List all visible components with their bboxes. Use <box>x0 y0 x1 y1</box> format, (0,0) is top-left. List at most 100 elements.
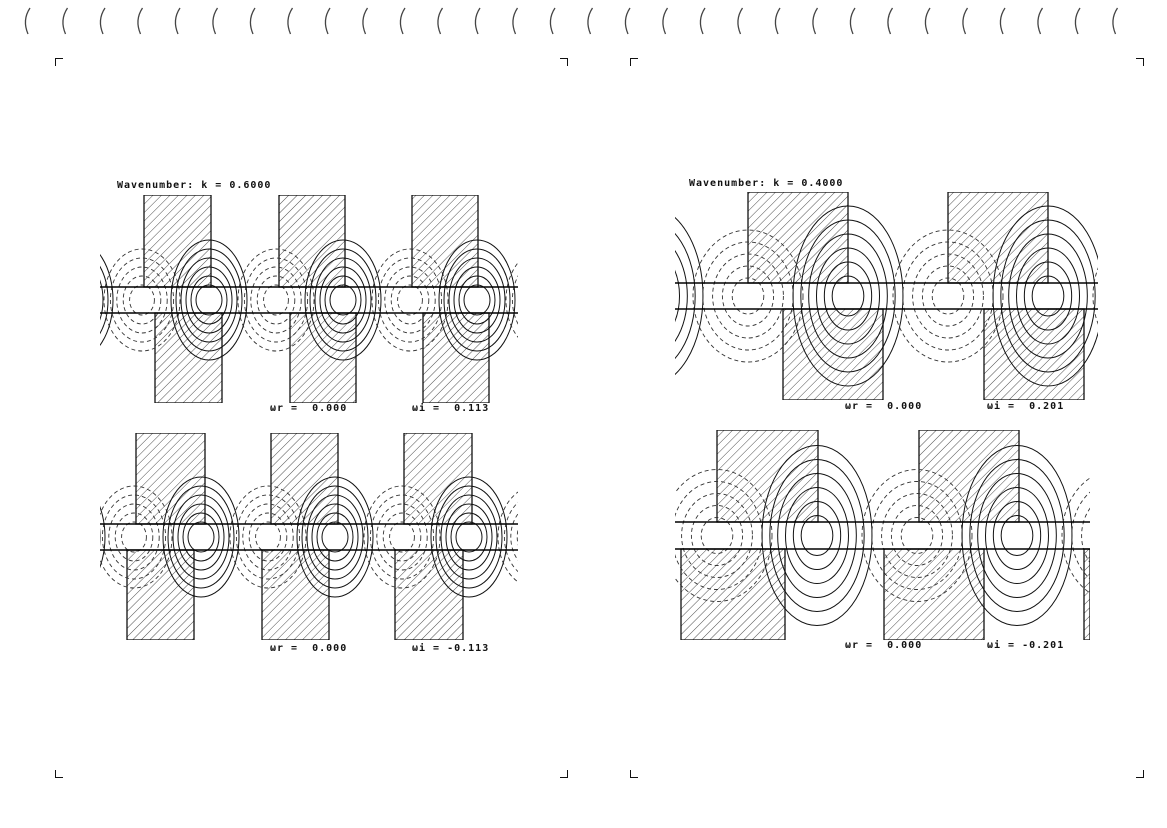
binder-ring-mark <box>662 7 669 35</box>
solid-contour <box>570 460 664 612</box>
solid-contour <box>1000 515 1034 556</box>
binder-ring-mark <box>137 7 144 35</box>
solid-contour <box>624 262 671 330</box>
dashed-contour <box>1113 254 1167 338</box>
dashed-contour <box>1101 518 1133 554</box>
hatched-region <box>289 312 357 403</box>
binder-ring-mark <box>624 7 631 35</box>
solid-contour <box>324 275 362 325</box>
binder-ring-mark <box>849 7 856 35</box>
dashed-contour <box>397 284 423 316</box>
omega-r-bottom-left: ωr = 0.000 <box>270 643 348 654</box>
solid-contour <box>1031 275 1065 317</box>
solid-contour <box>100 279 104 321</box>
hatched-region <box>278 195 346 288</box>
dashed-contour <box>731 277 765 315</box>
binder-ring-mark <box>212 7 219 35</box>
solid-contour <box>1008 233 1088 359</box>
omega-i-top-right: ωi = 0.201 <box>987 401 1065 412</box>
solid-contour <box>49 513 85 561</box>
hatched-region <box>126 549 195 640</box>
dashed-contour <box>931 277 965 315</box>
solid-contour <box>190 275 228 325</box>
dashed-contour <box>371 248 449 352</box>
solid-contour <box>800 219 896 373</box>
binder-ring-mark <box>737 7 744 35</box>
solid-contour <box>590 522 616 552</box>
dashed-contour <box>121 521 147 553</box>
dashed-contour <box>108 503 160 571</box>
dashed-contour <box>101 494 167 580</box>
solid-contour <box>769 459 865 612</box>
solid-contour <box>319 266 367 334</box>
solid-contour <box>455 521 483 553</box>
dashed-contour <box>519 267 569 333</box>
solid-contour <box>430 476 508 598</box>
solid-contour <box>575 495 631 579</box>
dashed-contour <box>229 485 307 589</box>
dashed-contour <box>861 469 973 602</box>
solid-contour <box>1000 219 1096 373</box>
binder-ring-mark <box>962 7 969 35</box>
dashed-contour <box>129 284 155 316</box>
solid-contour <box>180 257 238 343</box>
dashed-contour <box>250 266 302 334</box>
dashed-contour <box>1092 267 1098 325</box>
crop-mark <box>560 770 568 778</box>
solid-contour <box>585 513 621 561</box>
solid-contour <box>44 504 90 570</box>
dashed-contour <box>376 503 428 571</box>
crop-mark <box>55 58 63 66</box>
dashed-contour <box>881 493 953 578</box>
omega-i-bottom-right: ωi = -0.201 <box>987 640 1065 651</box>
dashed-contour <box>103 248 181 352</box>
solid-contour <box>309 248 377 352</box>
solid-contour <box>675 232 696 360</box>
solid-contour <box>601 516 633 556</box>
solid-contour <box>187 521 215 553</box>
binder-ring-mark <box>1037 7 1044 35</box>
dashed-contour <box>1071 491 1090 580</box>
hatched-region <box>135 433 206 525</box>
contours <box>44 433 641 640</box>
omega-i-bottom-left: ωi = -0.113 <box>412 643 490 654</box>
omega-r-top-right: ωr = 0.000 <box>845 401 923 412</box>
crop-mark <box>630 770 638 778</box>
solid-contour <box>311 503 359 571</box>
solid-contour <box>304 239 382 361</box>
solid-contour <box>170 239 248 361</box>
binder-ring-mark <box>174 7 181 35</box>
solid-contour <box>100 265 109 335</box>
dashed-contour <box>892 229 1004 363</box>
hatched-region <box>918 430 1020 523</box>
solid-contour <box>565 477 641 597</box>
solid-contour <box>675 250 688 342</box>
binder-ring-mark <box>999 7 1006 35</box>
omega-i-top-left: ωi = 0.113 <box>412 403 490 414</box>
solid-contour <box>306 494 364 580</box>
solid-contour <box>167 485 235 589</box>
crop-mark <box>1136 58 1144 66</box>
solid-contour <box>1016 247 1080 345</box>
dashed-contour <box>390 275 430 325</box>
solid-contour <box>992 501 1042 570</box>
dashed-contour <box>369 494 435 580</box>
solid-contour <box>588 267 634 333</box>
solid-contour <box>435 485 503 589</box>
hatched-region <box>411 195 479 288</box>
solid-contour <box>450 512 488 562</box>
solid-contour <box>321 521 349 553</box>
dashed-contour <box>503 501 518 573</box>
solid-contour <box>175 248 243 352</box>
omega-r-bottom-right: ωr = 0.000 <box>845 640 923 651</box>
solid-contour <box>823 261 873 331</box>
binder-ring-mark <box>437 7 444 35</box>
hatched-region <box>1083 548 1090 640</box>
dashed-contour <box>122 275 162 325</box>
dashed-contour <box>237 248 315 352</box>
solid-contour <box>578 249 644 351</box>
solid-contour <box>1162 446 1167 626</box>
solid-contour <box>593 502 640 570</box>
solid-contour <box>586 488 649 584</box>
